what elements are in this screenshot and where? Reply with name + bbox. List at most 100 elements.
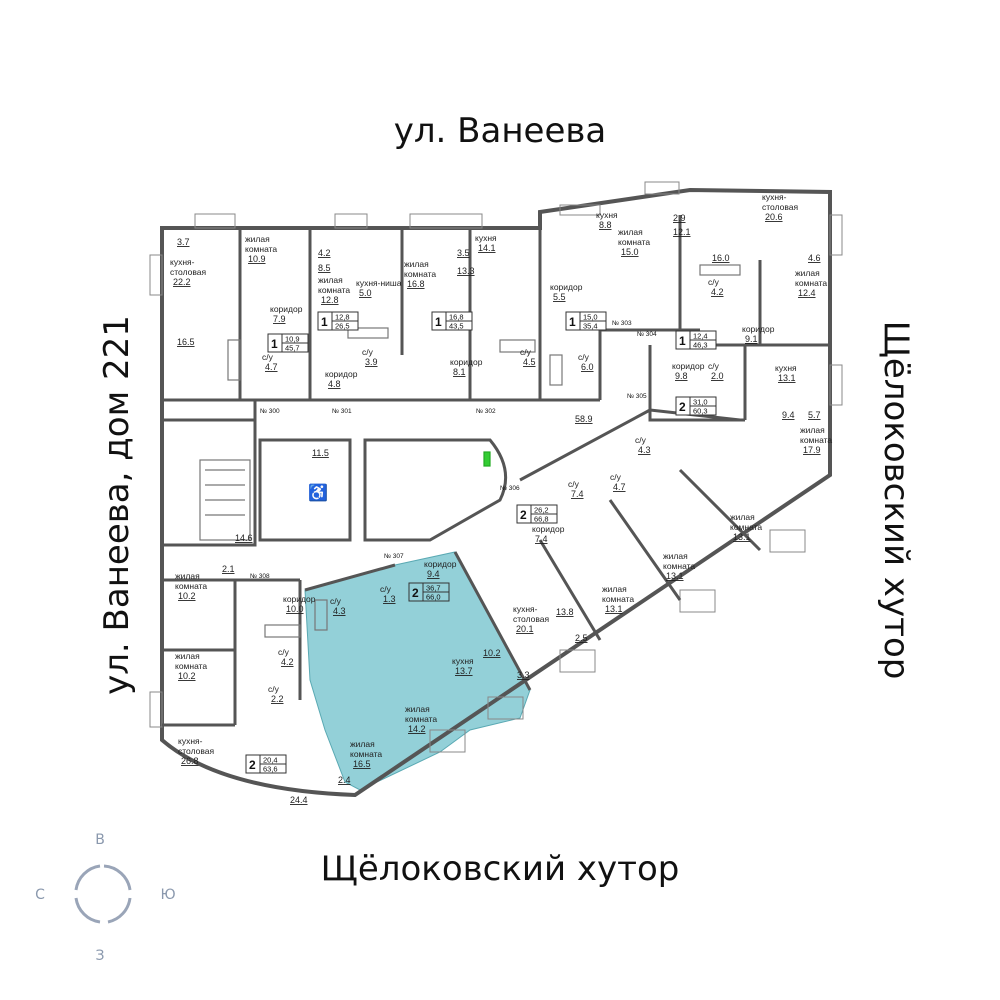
- room-area: 17.9: [803, 445, 821, 455]
- living-area: 31,0: [693, 398, 708, 407]
- room-count: 2: [249, 758, 256, 772]
- street-south: Щёлоковский хутор: [321, 849, 680, 889]
- room-area: 4.6: [808, 253, 821, 263]
- room-name: с/у: [578, 352, 590, 362]
- room-name: коридор: [325, 369, 358, 379]
- street-west: ул. Ванеева, дом 221: [97, 315, 137, 695]
- room-count: 1: [321, 315, 328, 329]
- total-area: 63,6: [263, 765, 278, 774]
- room-name: коридор: [424, 559, 457, 569]
- room-name: жилая: [350, 739, 375, 749]
- room-name: кухня: [452, 656, 474, 666]
- room-area: 5.7: [808, 410, 821, 420]
- room-name: с/у: [708, 361, 720, 371]
- room-name: столовая: [170, 267, 207, 277]
- room-area: 12.4: [798, 288, 816, 298]
- room-area: 4.3: [333, 606, 346, 616]
- room-count: 1: [679, 334, 686, 348]
- room-area: 13.8: [556, 607, 574, 617]
- room-area: 15.0: [621, 247, 639, 257]
- room-name: кухня-ниша: [356, 278, 402, 288]
- highlighted-apartment[interactable]: [304, 551, 531, 791]
- room-area: 20.6: [765, 212, 783, 222]
- room-name: коридор: [283, 594, 316, 604]
- room-name: жилая: [404, 259, 429, 269]
- vestibule-area: 2.1: [222, 564, 235, 574]
- room-label: с/у4.2: [708, 277, 724, 297]
- room-count: 1: [569, 315, 576, 329]
- room-name: жилая: [175, 571, 200, 581]
- total-area: 43,5: [449, 322, 464, 331]
- room-name: с/у: [635, 435, 647, 445]
- room-name: комната: [175, 661, 207, 671]
- room-area: 3.9: [365, 357, 378, 367]
- room-name: столовая: [178, 746, 215, 756]
- room-area: 2.5: [575, 633, 588, 643]
- room-name: комната: [175, 581, 207, 591]
- apartment-number: № 302: [476, 408, 496, 415]
- apartment-number: № 306: [500, 485, 520, 492]
- room-area: 13.1: [666, 571, 684, 581]
- room-area: 10.2: [178, 591, 196, 601]
- room-name: коридор: [270, 304, 303, 314]
- room-name: с/у: [568, 479, 580, 489]
- room-name: кухня: [775, 363, 797, 373]
- room-label: с/у4.3: [635, 435, 651, 455]
- room-label: с/у4.2: [278, 647, 294, 667]
- room-name: кухня: [596, 210, 618, 220]
- room-name: жилая: [618, 227, 643, 237]
- room-area: 13.1: [733, 532, 751, 542]
- room-count: 1: [435, 315, 442, 329]
- room-name: кухня: [475, 233, 497, 243]
- room-area: 9.4: [427, 569, 440, 579]
- room-area: 6.0: [581, 362, 594, 372]
- living-area: 10,9: [285, 335, 300, 344]
- apartment-numbers: № 300 № 301 № 302 № 303 № 304 № 305 № 30…: [250, 320, 657, 580]
- room-label: с/у2.0: [708, 361, 724, 381]
- room-name: жилая: [175, 651, 200, 661]
- room-label: 3.7: [177, 237, 190, 247]
- room-area: 5.0: [359, 288, 372, 298]
- room-name: комната: [245, 244, 277, 254]
- room-area: 16.5: [353, 759, 371, 769]
- room-name: коридор: [672, 361, 705, 371]
- room-name: с/у: [610, 472, 622, 482]
- apartment-number: № 305: [627, 393, 647, 400]
- room-count: 2: [412, 586, 419, 600]
- room-area: 22.2: [173, 277, 191, 287]
- room-area: 13.3: [457, 266, 475, 276]
- total-area: 26,5: [335, 322, 350, 331]
- room-name: жилая: [800, 425, 825, 435]
- room-area: 10.9: [248, 254, 266, 264]
- room-area: 4.3: [638, 445, 651, 455]
- room-label: 3.5: [457, 248, 470, 258]
- room-area: 4.2: [318, 248, 331, 258]
- room-area: 4.2: [281, 657, 294, 667]
- room-area: 16.5: [177, 337, 195, 347]
- room-name: жилая: [795, 268, 820, 278]
- room-area: 2.2: [271, 694, 284, 704]
- room-name: с/у: [268, 684, 280, 694]
- room-label: 13.3: [457, 266, 475, 276]
- interior-walls: [162, 215, 830, 727]
